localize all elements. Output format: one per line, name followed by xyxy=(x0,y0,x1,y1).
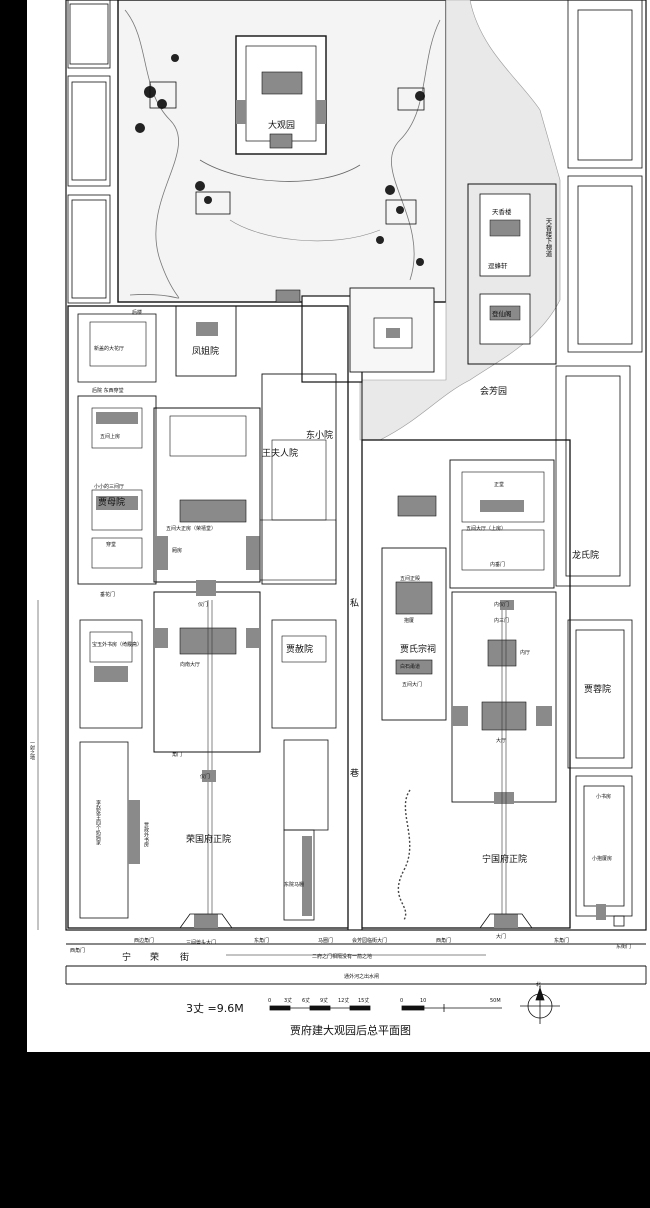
huifangyuan-garden xyxy=(301,0,561,441)
label-huifangyuan: 会芳园 xyxy=(480,385,507,397)
scale-m-50: 50M xyxy=(490,998,501,1004)
label-xiaoxiao-sanjian: 小小的三间厅 xyxy=(94,483,124,490)
label-dating: 大厅 xyxy=(496,737,506,744)
map-frame xyxy=(65,0,647,931)
label-wujian-damen: 五间大门 xyxy=(402,681,422,688)
label-xijiaomen: 西角门 xyxy=(70,947,85,954)
label-nanxiang-dating: 向南大厅 xyxy=(180,661,200,668)
label-ermen: 仪门 xyxy=(198,601,208,608)
label-tianxianglou-xia: 天香楼下梯道 xyxy=(544,218,552,258)
label-yinanxuan: 逗蜂轩 xyxy=(488,261,508,270)
label-dongjiaomen-ning: 东角门 xyxy=(554,937,569,944)
label-jiaomen: 角门 xyxy=(172,751,182,758)
label-wangfuren-yuan: 王夫人院 xyxy=(262,447,298,459)
label-neisanmen: 内三门 xyxy=(494,617,509,624)
label-majiumen: 马圈门 xyxy=(318,937,333,944)
label-damen: 大门 xyxy=(496,933,506,940)
scale-m-10: 10 xyxy=(420,998,426,1004)
scale-bar-zhang xyxy=(269,1005,371,1011)
scale-ratio: 3丈 =9.6M xyxy=(186,1002,244,1015)
site-plan-map: 大观园 会芳园 荣国府正院 宁国府正院 贾氏宗祠 凤姐院 贾母院 王夫人院 东小… xyxy=(29,0,647,1037)
label-xiang: 巷 xyxy=(350,768,359,779)
label-rong: 荣 xyxy=(150,951,159,963)
label-neiyimen: 内仪门 xyxy=(494,601,509,608)
label-dongjiemen: 东街门 xyxy=(616,943,631,950)
label-dongfang-mafang: 东院马棚 xyxy=(284,881,304,888)
label-ximen: 西角门 xyxy=(436,937,451,944)
label-jiarong-yuan: 贾蓉院 xyxy=(584,683,611,695)
scale-bar-meter xyxy=(401,1004,502,1012)
label-fengjie-yuan: 凤姐院 xyxy=(192,345,219,357)
label-chuitanmen: 垂花门 xyxy=(100,591,115,598)
label-jiamu-yuan: 贾母院 xyxy=(98,496,125,508)
label-longshi-yuan: 龙氏院 xyxy=(572,549,599,561)
label-wujian-dating: 五间大厅（上房） xyxy=(466,525,506,532)
label-neiyimen2: 内垂门 xyxy=(490,561,505,568)
scale-tick-6: 6丈 xyxy=(302,997,310,1004)
label-yidi: 一射之地 xyxy=(29,740,35,760)
label-xinsheng-dahuating: 新盖的大花厅 xyxy=(94,345,124,352)
scale-tick-12: 12丈 xyxy=(338,997,349,1004)
label-rongguofu: 荣国府正院 xyxy=(186,833,231,845)
east-row-buildings xyxy=(555,0,643,917)
street-band xyxy=(37,600,647,985)
label-wujian-dazhengfang: 五间大正房（荣禧堂） xyxy=(166,525,216,532)
label-jiashi-zongci: 贾氏宗祠 xyxy=(400,643,436,655)
scale-tick-3: 3丈 xyxy=(284,997,292,1004)
label-dongjiaomen: 东角门 xyxy=(254,937,269,944)
label-ningguofu: 宁国府正院 xyxy=(482,853,527,865)
label-tongwaihe: 通外河之出水闸 xyxy=(344,973,379,980)
label-zhengtang: 正堂 xyxy=(494,481,504,488)
label-lizhao-sixian: 李赵张王四个奶妈家 xyxy=(95,799,101,845)
label-xibianjiaomen: 西边角门 xyxy=(134,937,154,944)
ningguofu-compound xyxy=(361,439,625,929)
daguanyuan-garden xyxy=(117,0,447,303)
rongguofu-compound xyxy=(67,305,349,929)
label-houyuan-dongxi: 后院 东西穿堂 xyxy=(92,387,124,394)
label-jiazheng-waishufang: 贾政外书房 xyxy=(143,822,149,848)
label-tianxianglou: 天香楼 xyxy=(492,207,512,216)
label-wujian-zhengdian: 五间正殿 xyxy=(400,575,420,582)
west-row-buildings xyxy=(67,0,111,304)
label-yimen: 仪门 xyxy=(200,773,210,780)
label-erfuzhijian: 二府之门相隔没有一箭之地 xyxy=(312,953,372,960)
label-baoyu-waishufang: 宝玉外书房（绮霰斋） xyxy=(92,641,142,648)
label-chuantang: 穿堂 xyxy=(106,541,116,548)
north-arrow xyxy=(520,986,560,1024)
label-neiting: 内厅 xyxy=(520,649,530,656)
label-xiangfang: 厢房 xyxy=(172,547,182,554)
map-title: 贾府建大观园后总平面图 xyxy=(290,1023,411,1037)
label-xiaoshufang: 小书房 xyxy=(596,793,611,800)
scale-tick-15: 15丈 xyxy=(358,997,369,1004)
scale-m-0: 0 xyxy=(400,998,403,1004)
label-dongxiaoyuan: 东小院 xyxy=(306,429,333,441)
label-houlou: 后楼 xyxy=(132,309,142,316)
label-xiaolvfang: 小抱厦房 xyxy=(592,855,612,862)
scale-tick-9: 9丈 xyxy=(320,997,328,1004)
label-wujian-shangfang: 五间上房 xyxy=(100,433,120,440)
label-baishi-yongdao: 白石甬道 xyxy=(400,663,420,670)
north-label: 北 xyxy=(536,981,541,988)
label-si: 私 xyxy=(350,598,359,609)
label-ning: 宁 xyxy=(122,951,131,963)
label-huifangyuan-jiemen: 会芳园临街大门 xyxy=(352,937,387,944)
label-jiashe-yuan: 贾赦院 xyxy=(286,643,313,655)
label-baixia: 抱厦 xyxy=(404,617,414,624)
label-daguanyuan: 大观园 xyxy=(268,119,295,131)
label-jie: 街 xyxy=(180,951,189,963)
label-sanjian-shoudamen: 三间兽头大门 xyxy=(186,939,216,946)
label-dengxiange: 登仙阁 xyxy=(492,309,512,318)
scale-tick-0: 0 xyxy=(268,998,271,1004)
